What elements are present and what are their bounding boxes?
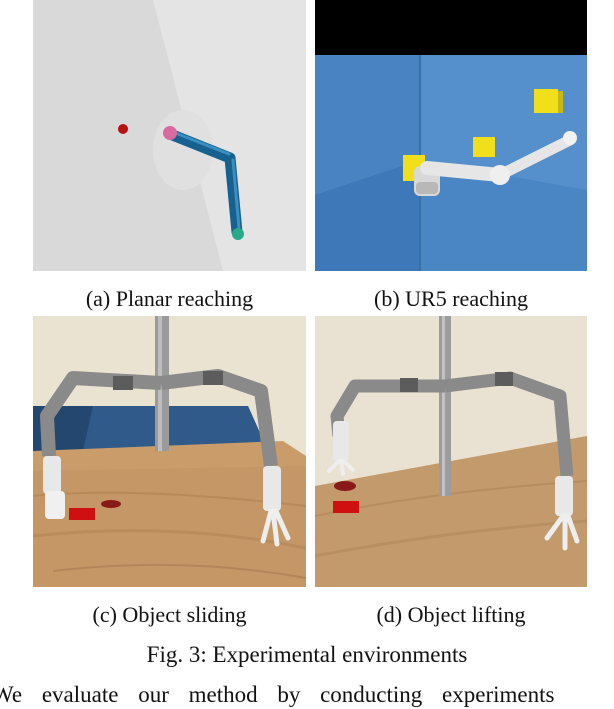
arm-base-joint (163, 126, 177, 140)
slide-target (101, 500, 121, 508)
ur5-upper-arm (420, 161, 507, 182)
figure-caption: Fig. 3: Experimental environments (146, 642, 468, 667)
panel-ur5-reaching (315, 0, 587, 271)
red-object (69, 508, 95, 520)
caption-ur5-reaching: (b) UR5 reaching (374, 286, 528, 311)
caption-planar-reaching: (a) Planar reaching (85, 286, 254, 311)
panel-object-lifting (315, 316, 587, 587)
object-sliding-scene (33, 316, 306, 587)
planar-arm-link-2 (224, 152, 243, 238)
body-text-line: We evaluate our method by conducting exp… (0, 682, 555, 707)
target-dot (118, 124, 128, 134)
target-cube-middle (473, 137, 495, 157)
panel-object-sliding (33, 316, 306, 587)
planar-reaching-scene (33, 0, 306, 271)
lift-target (334, 481, 356, 491)
caption-object-sliding: (c) Object sliding (92, 602, 247, 627)
ur5-forearm (494, 134, 576, 181)
panel-planar-reaching (33, 0, 306, 271)
right-robot-arm (444, 371, 574, 477)
right-robot-arm (160, 369, 278, 467)
red-object (333, 501, 359, 513)
end-effector (232, 228, 244, 240)
caption-object-lifting: (d) Object lifting (376, 602, 526, 627)
planar-arm-link-1 (164, 128, 236, 164)
object-lifting-scene (315, 316, 587, 587)
target-cube-top (534, 89, 558, 113)
ur5-reaching-scene (315, 0, 587, 271)
